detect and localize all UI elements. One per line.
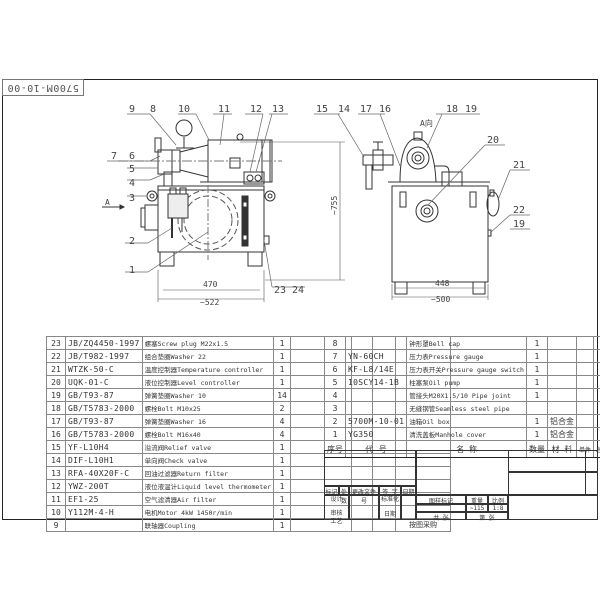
callout-4: 4 [129, 178, 135, 189]
callout-8: 8 [150, 104, 156, 115]
callout-19b: 19 [513, 219, 525, 230]
callout-16: 16 [379, 104, 391, 115]
dim-470: 470 [203, 280, 218, 289]
date-cell [401, 495, 416, 520]
callout-22: 22 [513, 205, 525, 216]
drawing-name-cell [508, 450, 598, 472]
callout-1: 1 [129, 265, 135, 276]
callout-7: 7 [111, 151, 117, 162]
scale-value: 1:8 [488, 504, 508, 512]
callout-13: 13 [272, 104, 284, 115]
view-a-title: A向 [420, 118, 433, 128]
callout-19: 19 [465, 104, 477, 115]
callout-5: 5 [129, 164, 135, 175]
callout-21: 21 [513, 160, 525, 171]
callout-23: 23 [274, 285, 286, 296]
callout-20: 20 [487, 135, 499, 146]
design-review-labels: 设计 审核 工艺 [324, 495, 349, 525]
dim-500: ~500 [431, 295, 450, 304]
company-cell [508, 495, 598, 520]
drawing-code-cell [508, 472, 598, 495]
callout-9: 9 [129, 104, 135, 115]
callout-15: 15 [316, 104, 328, 115]
callout-14: 14 [338, 104, 350, 115]
stage-mark-cells [416, 504, 466, 512]
dim-448: 448 [435, 279, 450, 288]
frame-left-border [2, 94, 3, 520]
callout-3: 3 [129, 193, 135, 204]
standardize-cell: 标准化 日期 [379, 495, 401, 520]
callout-11: 11 [218, 104, 230, 115]
dim-522: ~522 [200, 298, 219, 307]
revision-grid [324, 450, 416, 486]
callout-10: 10 [178, 104, 190, 115]
weight-value: ~115 [466, 504, 488, 512]
dim-755: ~755 [330, 196, 339, 215]
callout-18: 18 [446, 104, 458, 115]
view-arrow-label: A [105, 198, 110, 207]
bom-header-row: 序号 代 号 名 称 数量 材 料 单件 总计 备 注 [324, 440, 600, 458]
callout-6: 6 [129, 151, 135, 162]
signature-cell [349, 495, 379, 520]
callout-17: 17 [360, 104, 372, 115]
callout-24: 24 [292, 285, 304, 296]
callout-2: 2 [129, 236, 135, 247]
callout-12: 12 [250, 104, 262, 115]
